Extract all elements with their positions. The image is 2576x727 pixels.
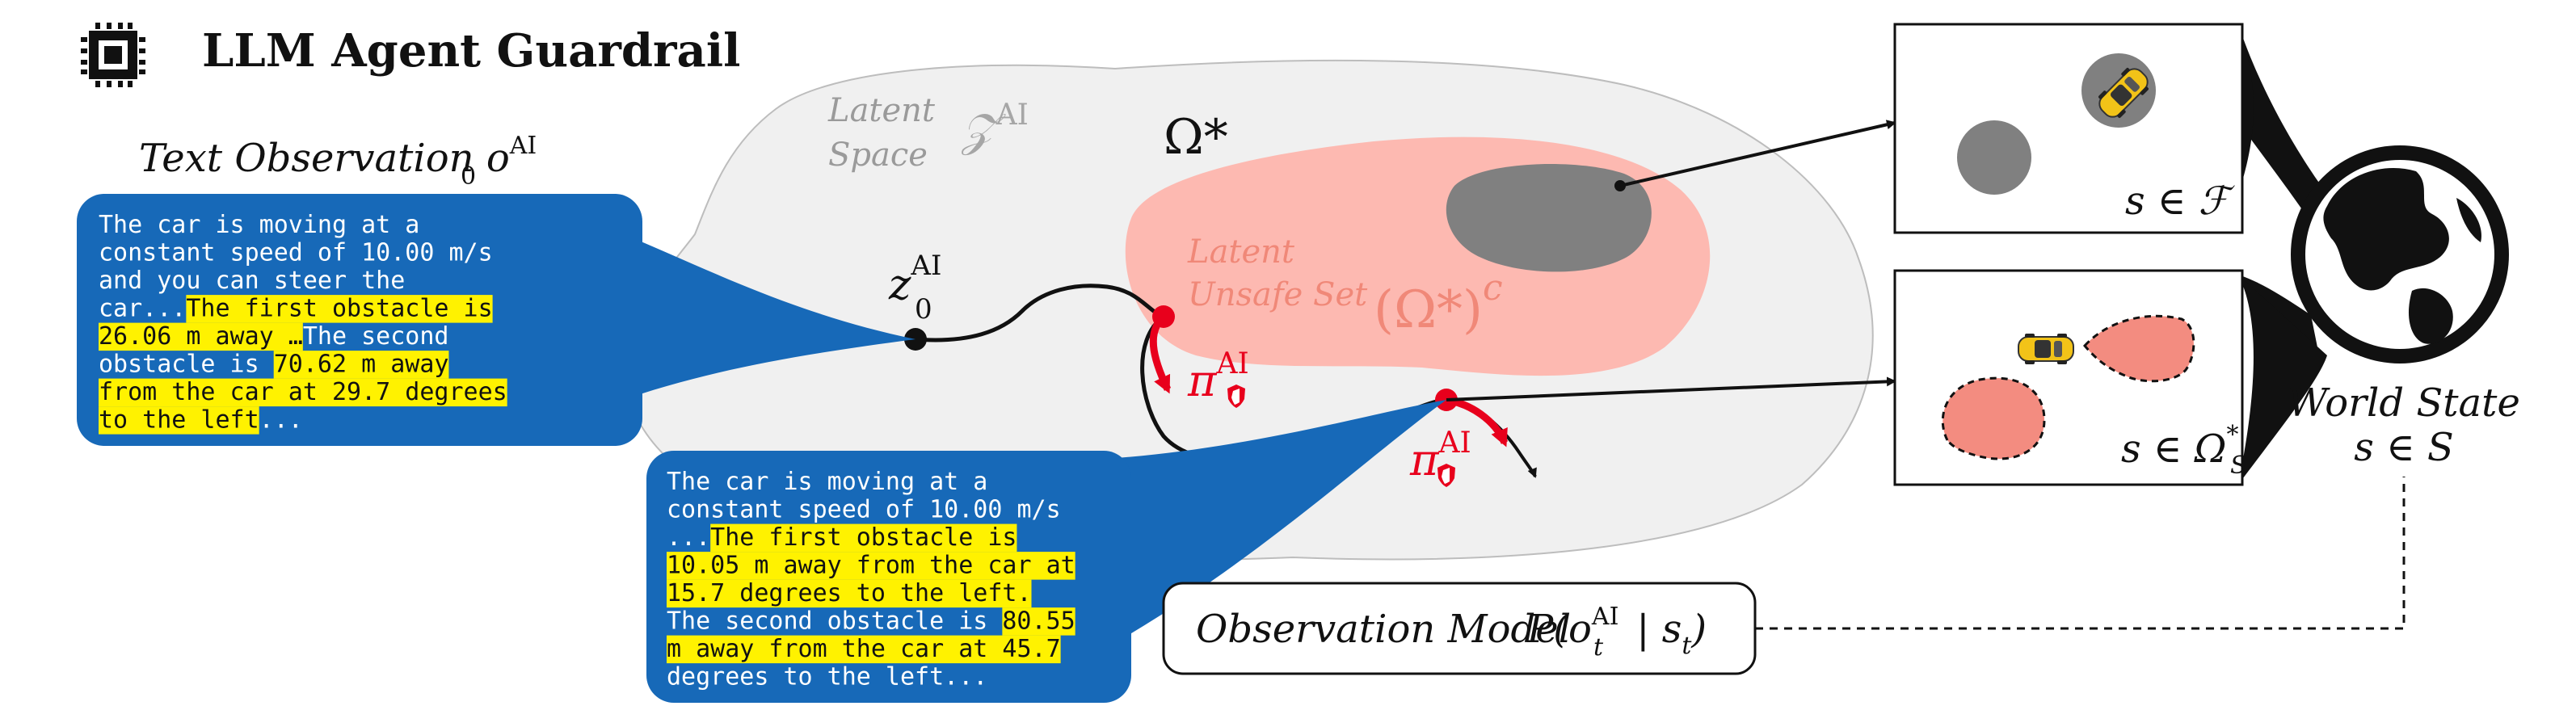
bubble-text-segment: The second [303,322,449,351]
arrow-to-safe-set [1446,376,1896,401]
bubble-text-segment: 80.55 [1002,607,1075,636]
latent-failure-region [1446,164,1652,272]
failure-set-panel [1893,23,2244,234]
bubble-text-segment: car... [99,295,186,323]
unsafe-set-label-line2: Unsafe Set [1188,276,1368,313]
safe-set-label: s ∈ Ω*S [2121,421,2247,480]
unsafe-set-label-line1: Latent [1187,233,1295,271]
bubble-text-segment: ... [259,406,303,435]
world-state-title-line2: s ∈ S [2354,425,2454,470]
unsafe-set-symbol: (Ω*)c [1374,267,1503,340]
text-highlight [186,295,493,323]
bubble-text-segment: obstacle is [99,351,259,379]
guardrail-arrow-upper [1149,313,1172,394]
bubble-text-segment: 10.05 m away from the car at [667,552,1075,580]
safe-set-panel [1893,269,2244,486]
observation-model-label: Observation Model [1196,607,1571,652]
text-highlight [99,322,303,351]
car-icon [2098,68,2149,118]
chip-icon [81,23,145,87]
globe-icon [2291,145,2509,364]
text-highlight [667,552,1075,580]
bubble-text-segment: The car is moving at a [667,468,987,496]
bubble-text-segment: degrees to the left... [667,663,987,691]
observation-model-connector [1755,477,2406,630]
text-highlight [273,351,449,379]
bubble-text-segment: 70.62 m away [274,351,449,379]
bubble-text-segment: from the car at 29.7 degrees [99,378,507,406]
pi-upper-label: πAI [1187,347,1249,406]
bubble-text-segment: and you can steer the [99,267,405,295]
bubble-text-segment: constant speed of 10.00 m/s [667,496,1061,524]
latent-space-label-line1: Latent [827,92,936,129]
text-highlight [99,406,259,435]
failure-obstacle-1 [1957,120,2031,195]
text-highlight [1002,607,1075,636]
bubble-bottom-tail [1050,400,1446,638]
text-highlight [667,579,1032,608]
omega-star-label: Ω* [1164,109,1228,166]
text-highlight [667,635,1061,664]
bubble-text-segment: The car is moving at a [99,211,419,239]
text-highlight [710,523,1017,553]
arrow-to-failure-set [1619,120,1896,187]
latent-space-symbol: 𝒵AI [961,99,1029,157]
bubble-text-segment: constant speed of 10.00 m/s [99,239,493,267]
text-highlight [99,378,507,407]
guardrail-arrow-lower [1446,396,1509,448]
world-state-title-line1: World State [2288,380,2520,426]
world-cone-lower [2238,275,2327,485]
bubble-text-segment: 15.7 degrees to the left. [667,579,1032,607]
failure-set-label: s ∈ ℱ [2125,179,2236,224]
bubble-text-segment: The second obstacle is [667,607,987,636]
latent-space-label-line2: Space [828,137,928,174]
bubble-text-segment: 26.06 m away … [99,322,303,351]
latent-trajectory [915,284,1164,342]
page-title: LLM Agent Guardrail [202,24,740,78]
bubble-text-segment: The first obstacle is [186,295,492,323]
bubble-text-segment: ... [667,523,710,552]
safe-obstacle-1 [1941,376,2046,460]
bubble-text-segment: m away from the car at 45.7 [667,635,1061,663]
pi-lower-label: πAI [1409,427,1471,485]
bubble-text-segment: The first obstacle is [710,523,1017,552]
car-icon [2018,334,2074,364]
bubble-text-segment: to the left [99,406,259,435]
safe-obstacle-2 [2083,314,2195,383]
